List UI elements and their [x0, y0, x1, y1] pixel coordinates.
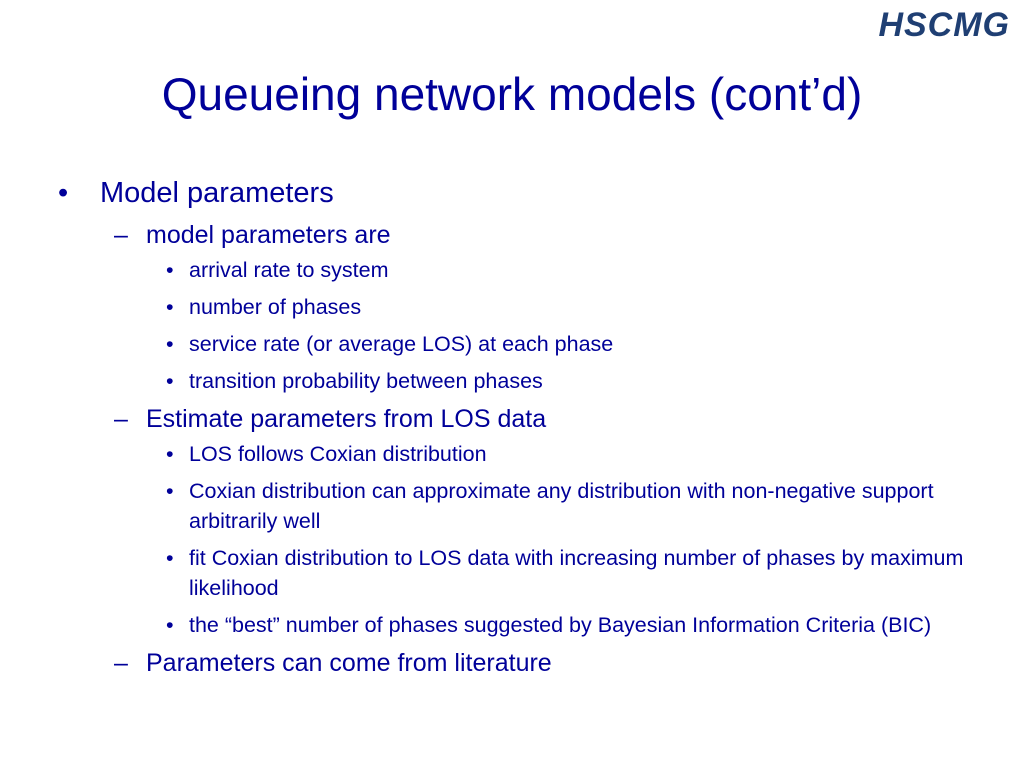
sub-bullet-literature: – Parameters can come from literature: [114, 647, 1024, 679]
bullet-marker: •: [166, 332, 174, 356]
bullet-marker: •: [166, 369, 174, 393]
item-text: LOS follows Coxian distribution: [189, 442, 487, 466]
bullet-marker: •: [166, 613, 174, 637]
bullet-marker: •: [166, 546, 174, 570]
sub-bullet-text: Parameters can come from literature: [146, 649, 552, 677]
bullet-marker: •: [166, 295, 174, 319]
item-los-coxian: • LOS follows Coxian distribution: [166, 439, 979, 469]
dash-marker: –: [114, 221, 128, 249]
bullet-marker: •: [166, 442, 174, 466]
item-text: the “best” number of phases suggested by…: [189, 613, 932, 637]
item-text: service rate (or average LOS) at each ph…: [189, 332, 614, 356]
bullet-marker: •: [166, 258, 174, 282]
bullet-marker: •: [166, 479, 174, 503]
item-text: arrival rate to system: [189, 258, 389, 282]
item-transition-probability: • transition probability between phases: [166, 366, 979, 396]
item-text: transition probability between phases: [189, 369, 543, 393]
bullet-text: Model parameters: [100, 177, 334, 209]
item-text: number of phases: [189, 295, 362, 319]
item-text: Coxian distribution can approximate any …: [189, 479, 934, 533]
item-text: fit Coxian distribution to LOS data with…: [189, 546, 964, 600]
dash-marker: –: [114, 649, 128, 677]
bullet-model-parameters: • Model parameters: [58, 175, 1024, 211]
sub-bullet-estimate-parameters: – Estimate parameters from LOS data: [114, 403, 1024, 435]
item-number-of-phases: • number of phases: [166, 292, 979, 322]
item-coxian-approximate: • Coxian distribution can approximate an…: [166, 476, 979, 536]
dash-marker: –: [114, 405, 128, 433]
slide-content: • Model parameters – model parameters ar…: [0, 175, 1024, 683]
item-fit-coxian: • fit Coxian distribution to LOS data wi…: [166, 543, 979, 603]
item-best-number-bic: • the “best” number of phases suggested …: [166, 610, 979, 640]
item-arrival-rate: • arrival rate to system: [166, 255, 979, 285]
hscmg-logo: HSCMG: [878, 6, 1010, 44]
sub-bullet-text: Estimate parameters from LOS data: [146, 405, 547, 433]
sub-bullet-model-parameters-are: – model parameters are: [114, 219, 1024, 251]
item-service-rate: • service rate (or average LOS) at each …: [166, 329, 979, 359]
bullet-marker: •: [58, 177, 69, 209]
slide-title: Queueing network models (cont’d): [161, 68, 863, 120]
sub-bullet-text: model parameters are: [146, 221, 391, 249]
